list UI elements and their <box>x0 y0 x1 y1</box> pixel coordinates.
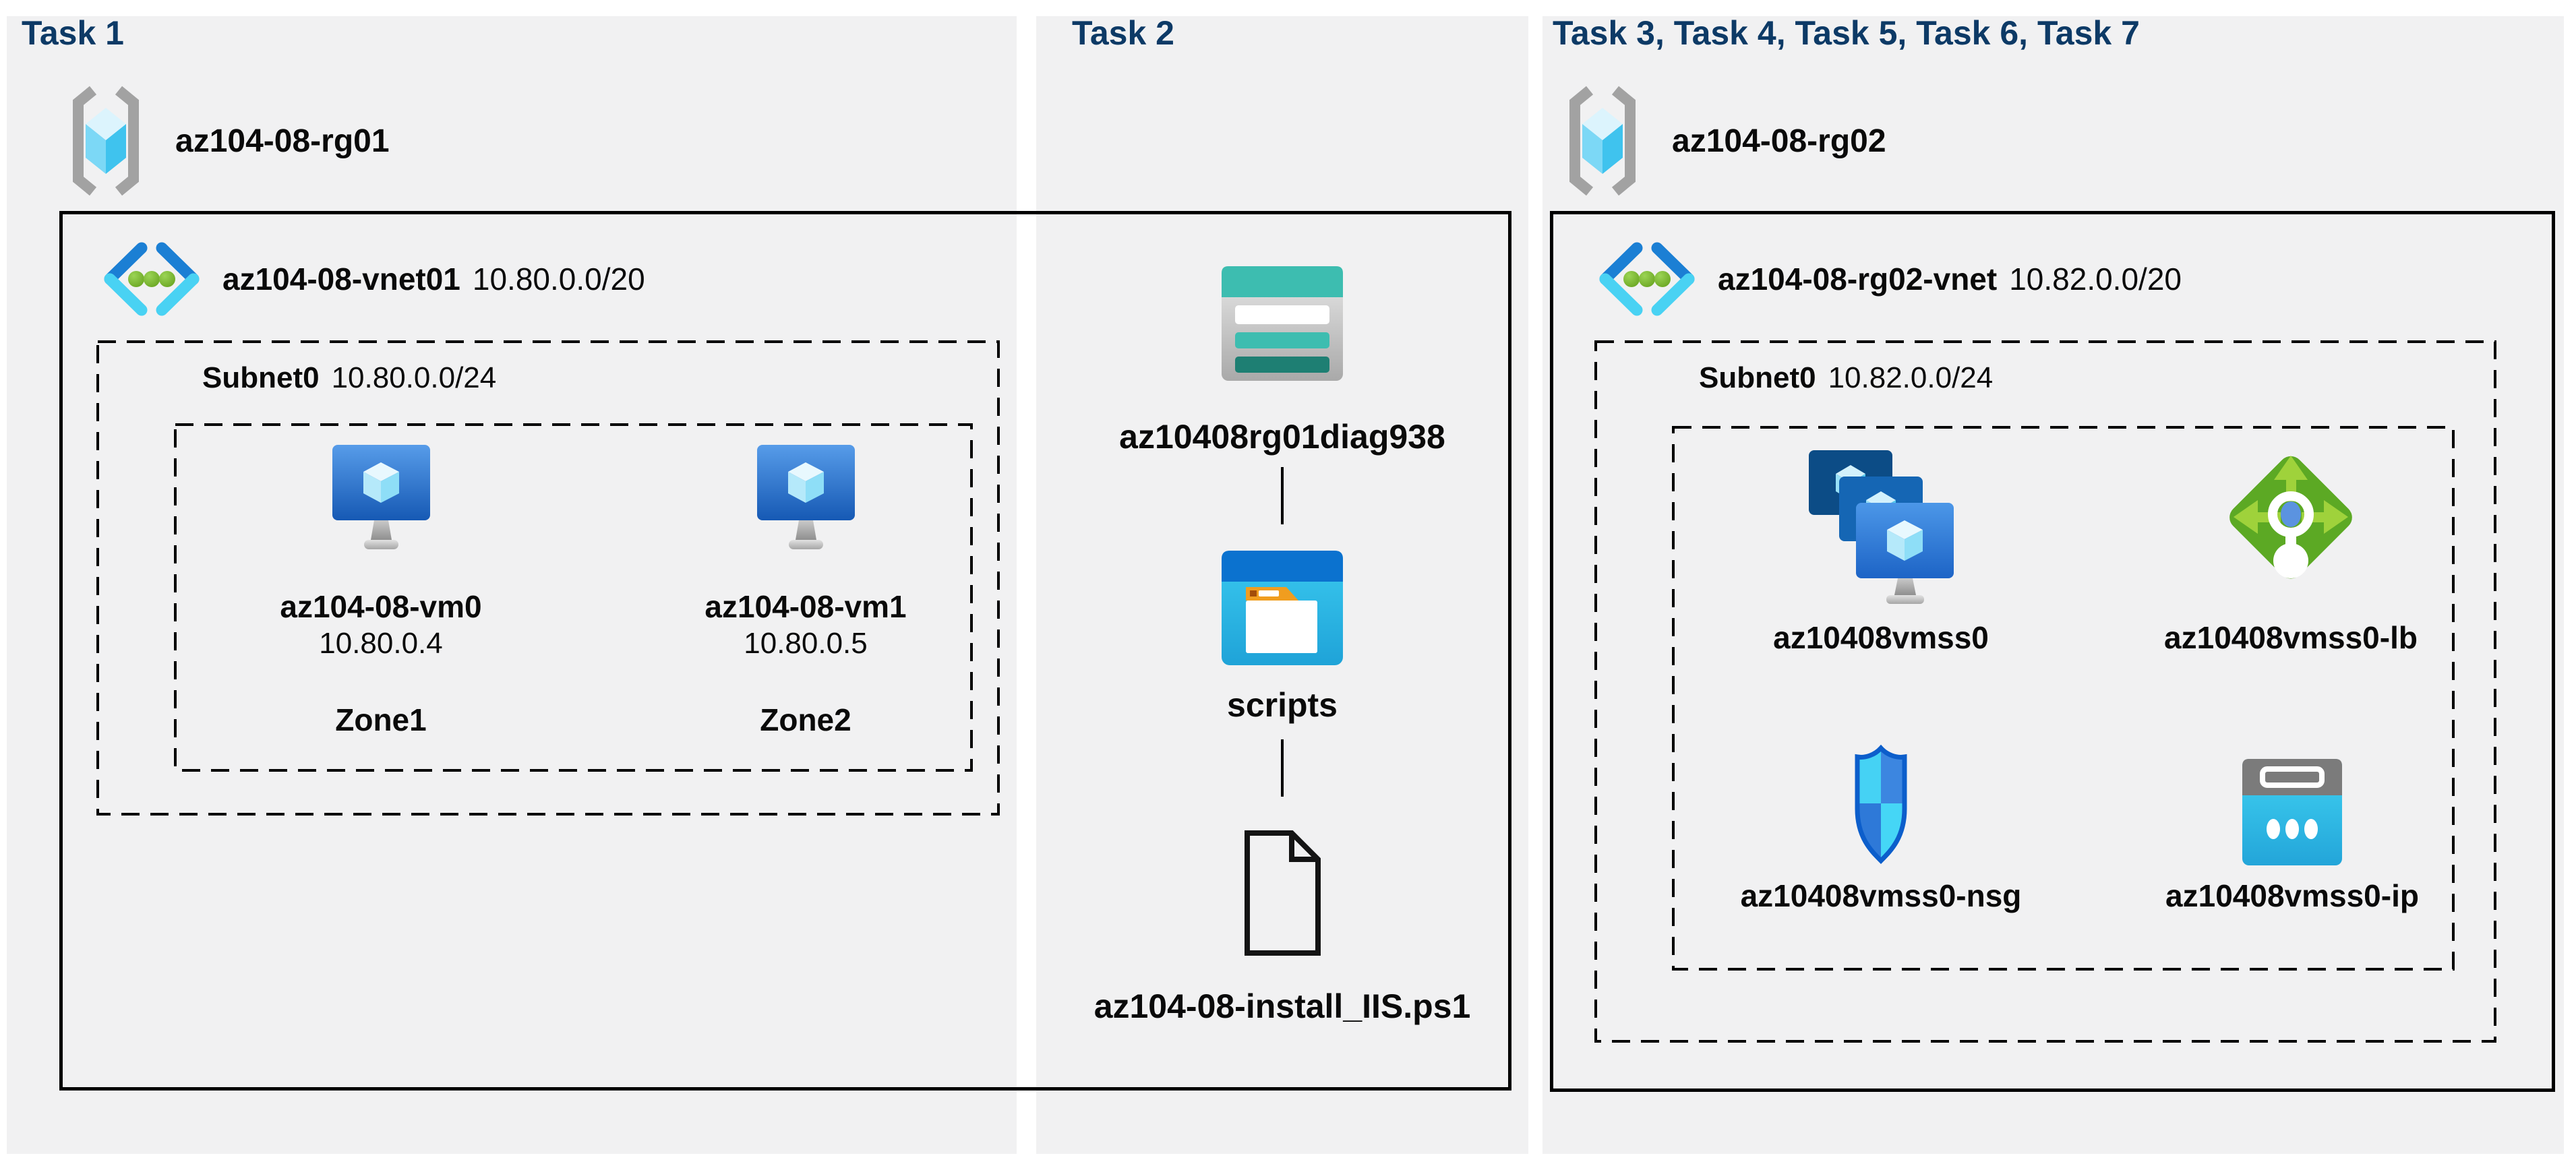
vm1-ip: 10.80.0.5 <box>744 627 868 660</box>
public-ip-icon <box>2242 759 2342 865</box>
resource-group-icon <box>73 86 139 196</box>
vm0-name: az104-08-vm0 <box>280 589 482 624</box>
virtual-machine-icon <box>332 445 430 549</box>
resource-group-name: az104-08-rg01 <box>175 123 390 159</box>
virtual-network-icon <box>104 242 200 316</box>
vnet-cidr: 10.82.0.0/20 <box>2009 262 2182 297</box>
task1-subnet-label: Subnet0 10.80.0.0/24 <box>202 361 496 396</box>
vm1-zone: Zone2 <box>760 702 851 737</box>
virtual-network-icon <box>1599 242 1695 316</box>
vmss-resources-box <box>1672 426 2455 971</box>
container-name: scripts <box>1227 686 1338 724</box>
vm0-block: az104-08-vm0 10.80.0.4 Zone1 <box>239 445 522 737</box>
load-balancer-block: az10408vmss0-lb <box>2149 445 2432 655</box>
connector-line <box>1281 467 1284 524</box>
task2-title: Task 2 <box>1072 14 1174 52</box>
vm-scale-set-icon <box>1808 450 1954 604</box>
load-balancer-icon <box>2229 456 2352 579</box>
subnet0-box-rg02 <box>1594 340 2496 1043</box>
vmss-block: az10408vmss0 <box>1739 450 2023 655</box>
public-ip-name: az10408vmss0-ip <box>2165 878 2419 913</box>
task1-vnet: az104-08-vnet01 10.80.0.0/20 <box>101 241 645 317</box>
network-security-group-icon <box>1855 745 1907 864</box>
subnet-cidr: 10.80.0.0/24 <box>331 361 497 394</box>
virtual-machine-icon <box>756 445 855 549</box>
vm0-ip: 10.80.0.4 <box>319 627 443 660</box>
public-ip-block: az10408vmss0-ip <box>2151 759 2434 913</box>
vnet-name: az104-08-vnet01 <box>222 262 460 297</box>
rg01-vnet-boundary-box <box>59 211 1511 1091</box>
task3-title: Task 3, Task 4, Task 5, Task 6, Task 7 <box>1553 14 2140 52</box>
connector-line <box>1281 739 1284 797</box>
storage-account-name: az10408rg01diag938 <box>1119 418 1445 456</box>
task1-resource-group: az104-08-rg01 <box>62 85 390 197</box>
task3-panel <box>1542 16 2564 1154</box>
resource-group-icon <box>1569 86 1636 196</box>
resource-group-name: az104-08-rg02 <box>1672 123 1886 159</box>
task1-title: Task 1 <box>22 14 124 52</box>
rg02-vnet-boundary-box <box>1550 211 2555 1092</box>
task3-resource-group: az104-08-rg02 <box>1559 85 1886 197</box>
task2-stack: az10408rg01diag938 scripts az104-08-inst… <box>1036 266 1528 1024</box>
vmss-name: az10408vmss0 <box>1773 620 1989 655</box>
nsg-name: az10408vmss0-nsg <box>1740 878 2022 913</box>
load-balancer-name: az10408vmss0-lb <box>2164 620 2418 655</box>
vm1-name: az104-08-vm1 <box>705 589 907 624</box>
task3-subnet-label: Subnet0 10.82.0.0/24 <box>1699 361 1993 396</box>
subnet-name: Subnet0 <box>202 361 320 394</box>
vnet-name: az104-08-rg02-vnet <box>1718 262 1998 297</box>
vm1-block: az104-08-vm1 10.80.0.5 Zone2 <box>664 445 947 737</box>
vm0-zone: Zone1 <box>335 702 427 737</box>
blob-container-icon <box>1222 551 1343 665</box>
availability-zones-box <box>174 423 973 772</box>
storage-account-icon <box>1222 266 1343 381</box>
script-file-icon <box>1244 830 1321 956</box>
subnet0-box-rg01 <box>96 340 1000 816</box>
subnet-name: Subnet0 <box>1699 361 1816 394</box>
vnet-cidr: 10.80.0.0/20 <box>472 262 645 297</box>
nsg-block: az10408vmss0-nsg <box>1739 745 2023 913</box>
script-file-name: az104-08-install_IIS.ps1 <box>1094 987 1471 1025</box>
subnet-cidr: 10.82.0.0/24 <box>1828 361 1994 394</box>
task3-vnet: az104-08-rg02-vnet 10.82.0.0/20 <box>1596 241 2182 317</box>
